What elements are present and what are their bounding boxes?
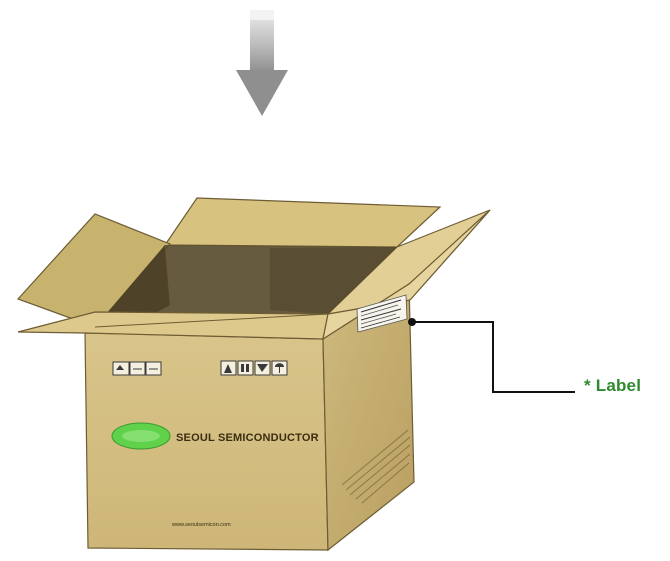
brand-name: SEOUL SEMICONDUCTOR xyxy=(176,432,319,444)
down-arrow-icon xyxy=(236,10,288,116)
side-printed-text xyxy=(341,429,411,504)
handling-symbols-left xyxy=(112,361,162,376)
website-text: www.seoulsemicon.com xyxy=(171,522,231,528)
label-callout-line xyxy=(408,318,575,393)
seoul-semiconductor-logo xyxy=(111,422,171,450)
cardboard-box xyxy=(16,197,491,552)
handling-symbols-right xyxy=(220,360,288,376)
shipping-label xyxy=(356,294,408,333)
label-callout: * Label xyxy=(584,376,642,395)
